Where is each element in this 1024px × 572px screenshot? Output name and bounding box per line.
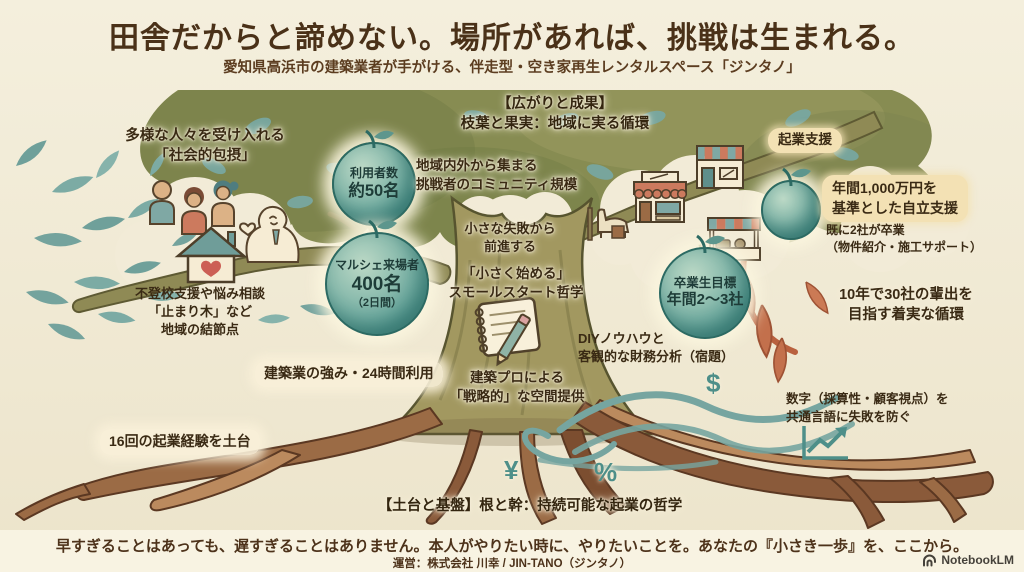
label-graduated-companies: 既に2社が卒業 （物件紹介・施工サポート）	[826, 223, 983, 254]
canopy-section-heading: 【広がりと成果】 枝葉と果実：地域に実る循環	[460, 96, 650, 133]
label-construction-strength: 建築業の強み・24時間利用	[255, 361, 443, 387]
teal-swirls	[522, 391, 855, 472]
bench-icon	[587, 207, 630, 241]
dollar-symbol: $	[706, 368, 721, 398]
notebooklm-watermark: NotebookLM	[922, 553, 1014, 567]
apple-plain	[761, 167, 821, 240]
yen-symbol: ¥	[504, 455, 519, 485]
footer-band: 早すぎることはあっても、遅すぎることはありません。本人がやりたい時に、やりたいこ…	[0, 530, 1024, 572]
footer-message: 早すぎることはあっても、遅すぎることはありません。本人がやりたい時に、やりたいこ…	[55, 538, 969, 555]
label-tomarigi: 不登校支援や悩み相談 「止まり木」など 地域の結節点	[134, 286, 265, 338]
label-startup-experience: 16回の起業経験を土台	[100, 429, 260, 455]
page-subtitle: 愛知県高浜市の建築業者が手がける、伴走型・空き家再生レンタルスペース「ジンタノ」	[223, 60, 801, 76]
label-annual-support: 年間1,000万円を 基準とした自立支援	[822, 175, 968, 222]
apple-stem-icon	[696, 234, 725, 254]
apple-graduates: 卒業生目標 年間2〜3社	[659, 234, 751, 339]
watermark-label: NotebookLM	[941, 553, 1014, 567]
apple-stem-icon	[782, 167, 811, 187]
label-diy-knowhow: DIYノウハウと 客観的な財務分析（宿題）	[578, 331, 735, 365]
trend-chart-icon	[802, 426, 848, 460]
apple-stem-icon	[365, 129, 394, 149]
notebooklm-logo-icon	[923, 554, 937, 566]
footer-operator: 運営：株式会社 川幸 / JIN-TANO（ジンタノ）	[392, 558, 632, 570]
label-community-scale: 地域内外から集まる 挑戦者のコミュニティ規模	[416, 158, 578, 192]
notepad-pencil-icon	[474, 297, 541, 367]
label-ten-year-goal: 10年で30社の輩出を 目指す着実な循環	[839, 287, 973, 324]
label-small-start: 「小さく始める」 スモールスタート哲学	[448, 266, 584, 300]
shop-striped-icon	[696, 145, 744, 189]
label-social-inclusion: 多様な人々を受け入れる 「社会的包摂」	[125, 128, 285, 165]
apple-stem-icon	[368, 219, 397, 239]
shop-icon	[633, 171, 688, 223]
people-group-icon	[149, 180, 239, 235]
label-small-failure: 小さな失敗から 前進する	[464, 221, 556, 255]
foundation-section-heading: 【土台と基盤】根と幹：持続可能な起業の哲学	[377, 498, 683, 514]
heart-house-icon	[174, 226, 248, 284]
waving-person-icon	[238, 205, 300, 263]
label-numbers-language: 数字（採算性・顧客視点）を 共通言語に失敗を防ぐ	[786, 392, 949, 424]
label-strategic-space: 建築プロによる 「戦略的」な空間提供	[449, 370, 585, 404]
page-title: 田舎だからと諦めない。場所があれば、挑戦は生まれる。	[109, 22, 915, 55]
apple-marche: マルシェ来場者 400名 （2日間）	[325, 219, 429, 336]
label-startup-support: 起業支援	[768, 128, 842, 153]
percent-symbol: %	[594, 457, 618, 487]
apple-users: 利用者数 約50名	[332, 129, 416, 226]
